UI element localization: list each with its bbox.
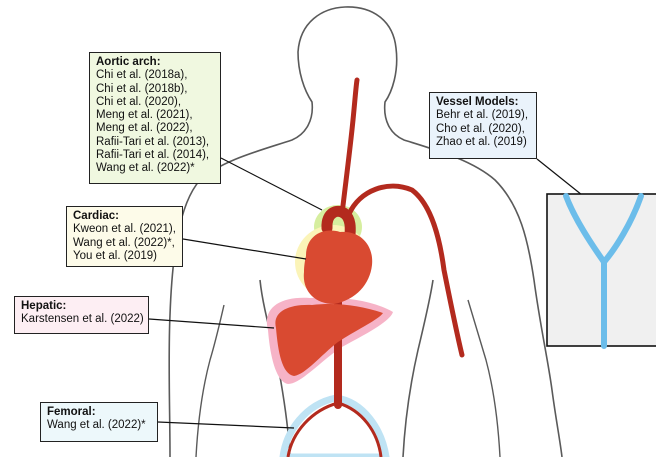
callout-femoral: Femoral: Wang et al. (2022)*	[40, 402, 158, 442]
cardiac-ref: Kweon et al. (2021),	[73, 223, 177, 236]
leader-cardiac	[183, 239, 306, 259]
liver	[275, 304, 383, 376]
hepatic-ref: Karstensen et al. (2022)	[21, 313, 143, 326]
callout-aortic-title: Aortic arch:	[96, 56, 215, 69]
heart	[304, 231, 372, 304]
leader-aortic	[221, 158, 322, 210]
cardiac-ref: You et al. (2019)	[73, 250, 177, 263]
callout-vessel-models-title: Vessel Models:	[436, 96, 531, 109]
aortic-ref: Rafii-Tari et al. (2014),	[96, 149, 215, 162]
aortic-ref: Rafii-Tari et al. (2013),	[96, 136, 215, 149]
aortic-ref: Chi et al. (2018b),	[96, 83, 215, 96]
aortic-ref: Meng et al. (2022),	[96, 122, 215, 135]
right-arm-inner	[468, 300, 500, 457]
aortic-ref: Meng et al. (2021),	[96, 109, 215, 122]
vessel-models-ref: Zhao et al. (2019)	[436, 136, 531, 149]
callout-hepatic: Hepatic: Karstensen et al. (2022)	[14, 296, 149, 334]
leader-vessel	[537, 159, 582, 195]
cardiac-ref: Wang et al. (2022)*,	[73, 237, 177, 250]
aortic-ref: Chi et al. (2018a),	[96, 69, 215, 82]
body-outline-upper	[169, 7, 562, 457]
leader-hepatic	[149, 319, 274, 328]
femoral-ref: Wang et al. (2022)*	[47, 419, 152, 432]
callout-hepatic-title: Hepatic:	[21, 300, 143, 313]
callout-aortic-arch: Aortic arch: Chi et al. (2018a), Chi et …	[89, 52, 221, 184]
carotid-artery	[342, 80, 357, 214]
vessel-models-ref: Cho et al. (2020),	[436, 123, 531, 136]
callout-cardiac: Cardiac: Kweon et al. (2021), Wang et al…	[66, 206, 183, 267]
aortic-ref: Wang et al. (2022)*	[96, 162, 215, 175]
callout-cardiac-title: Cardiac:	[73, 210, 177, 223]
left-arm-inner	[196, 305, 224, 457]
callout-femoral-title: Femoral:	[47, 406, 152, 419]
vessel-models-ref: Behr et al. (2019),	[436, 109, 531, 122]
leader-femoral	[158, 422, 294, 428]
aortic-ref: Chi et al. (2020),	[96, 96, 215, 109]
callout-vessel-models: Vessel Models: Behr et al. (2019), Cho e…	[429, 92, 537, 159]
